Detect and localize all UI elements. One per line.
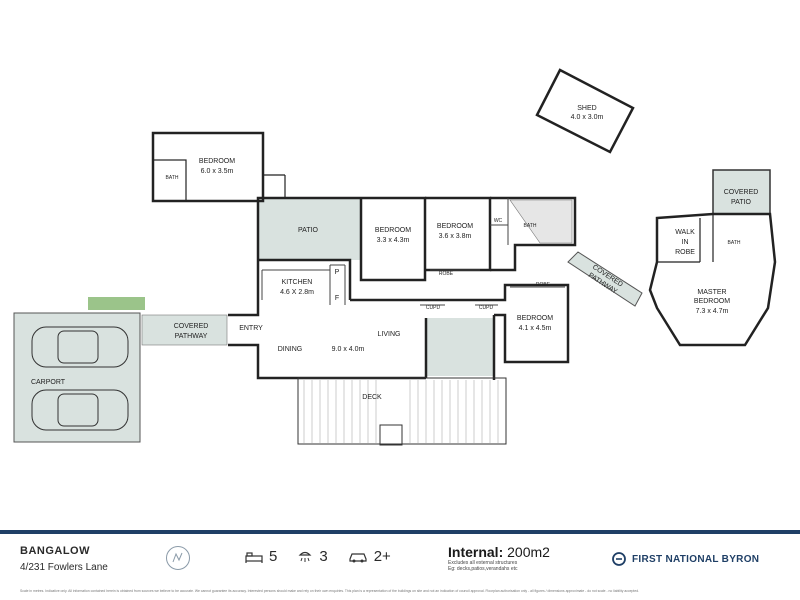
bedroom-2-label: BEDROOM bbox=[375, 227, 411, 234]
bath-master-label: BATH bbox=[728, 240, 741, 246]
floor-plan: SHED 4.0 x 3.0m BEDROOM 6.0 x 3.5m BATH … bbox=[13, 68, 777, 446]
cupd-1-label: CUPD bbox=[426, 305, 441, 311]
master-line1: MASTER bbox=[697, 289, 726, 296]
deck-outline bbox=[297, 377, 507, 446]
covered-pathway-right-area bbox=[567, 251, 643, 307]
bedroom-2-dims: 3.3 x 4.3m bbox=[377, 237, 410, 244]
patio-area bbox=[258, 198, 361, 260]
bedroom-4-dims: 4.1 x 4.5m bbox=[519, 325, 552, 332]
internal-value: 200m2 bbox=[507, 544, 550, 560]
entry-label: ENTRY bbox=[239, 325, 263, 332]
shed-dims: 4.0 x 3.0m bbox=[571, 114, 604, 121]
shower-icon bbox=[298, 551, 312, 562]
deck-label: DECK bbox=[362, 394, 382, 401]
bath-count: 3 bbox=[319, 548, 328, 565]
master-line2: BEDROOM bbox=[694, 298, 730, 305]
bed-icon bbox=[245, 551, 263, 563]
car-icon bbox=[349, 552, 367, 562]
covered-pathway-left-area bbox=[141, 314, 228, 346]
robe-1-label: ROBE bbox=[439, 271, 454, 277]
brand: FIRST NATIONAL BYRON bbox=[612, 552, 759, 566]
master-suite-outline bbox=[648, 212, 777, 347]
shed-outline bbox=[535, 68, 635, 154]
bed-count: 5 bbox=[269, 548, 278, 565]
top-bedroom-label: BEDROOM bbox=[199, 158, 235, 165]
internal-excludes: Excludes all external structures bbox=[448, 560, 518, 566]
fridge-label: F bbox=[335, 295, 339, 302]
walk-in-robe-line2: IN bbox=[682, 239, 689, 246]
internal-label: Internal: bbox=[448, 544, 504, 560]
pantry-label: P bbox=[335, 269, 340, 276]
carport-area bbox=[13, 312, 141, 443]
wc-label: WC bbox=[494, 218, 503, 224]
brand-name: FIRST NATIONAL BYRON bbox=[632, 553, 760, 565]
walk-in-robe-line1: WALK bbox=[675, 229, 695, 236]
top-bedroom-outline bbox=[151, 131, 265, 203]
bedroom-4-label: BEDROOM bbox=[517, 315, 553, 322]
living-label: LIVING bbox=[378, 331, 401, 338]
patio-label: PATIO bbox=[298, 227, 319, 234]
property-address: 4/231 Fowlers Lane bbox=[20, 562, 108, 573]
disclaimer: Scale in metres. Indicative only. All in… bbox=[20, 589, 640, 593]
covered-pathway-left-line1: COVERED bbox=[174, 323, 209, 330]
footer-accent-bar bbox=[0, 530, 800, 534]
dining-label: DINING bbox=[278, 346, 303, 353]
brand-logo-icon bbox=[612, 552, 626, 566]
top-bath-outline bbox=[152, 159, 187, 202]
kitchen-dims: 4.6 X 2.8m bbox=[280, 289, 314, 296]
internal-examples: Eg: decks,patios,verandahs etc bbox=[448, 566, 518, 572]
suburb-name: BANGALOW bbox=[20, 545, 90, 557]
master-dims: 7.3 x 4.7m bbox=[696, 308, 729, 315]
garden-strip bbox=[88, 297, 145, 310]
carport-label: CARPORT bbox=[31, 379, 66, 386]
covered-patio-line1: COVERED bbox=[724, 189, 759, 196]
bedroom-3-label: BEDROOM bbox=[437, 223, 473, 230]
footer bbox=[0, 534, 800, 600]
bedroom-3-dims: 3.6 x 3.8m bbox=[439, 233, 472, 240]
cupd-2-label: CUPD bbox=[479, 305, 494, 311]
covered-patio-line2: PATIO bbox=[731, 199, 752, 206]
dining-dims: 9.0 x 4.0m bbox=[332, 346, 365, 353]
deck-boards bbox=[303, 380, 499, 443]
car-count: 2+ bbox=[373, 548, 391, 565]
internal-area: Internal: 200m2 Excludes all external st… bbox=[448, 544, 550, 572]
deck-inner-shade bbox=[426, 318, 494, 376]
bath-tiles bbox=[509, 199, 573, 244]
top-bath-label: BATH bbox=[166, 175, 179, 181]
top-bedroom-dims: 6.0 x 3.5m bbox=[201, 168, 234, 175]
robe-2-label: ROBE bbox=[536, 282, 551, 288]
shed-label: SHED bbox=[577, 105, 596, 112]
covered-patio-area bbox=[712, 169, 771, 215]
covered-pathway-left-line2: PATHWAY bbox=[175, 333, 208, 340]
logo-icon bbox=[166, 546, 190, 570]
kitchen-label: KITCHEN bbox=[282, 279, 313, 286]
car-icon bbox=[31, 326, 129, 431]
walk-in-robe-line3: ROBE bbox=[675, 249, 695, 256]
property-features: 5 3 2+ bbox=[245, 548, 405, 565]
interior-walls bbox=[261, 198, 565, 306]
bath-mid-label: BATH bbox=[524, 223, 537, 229]
